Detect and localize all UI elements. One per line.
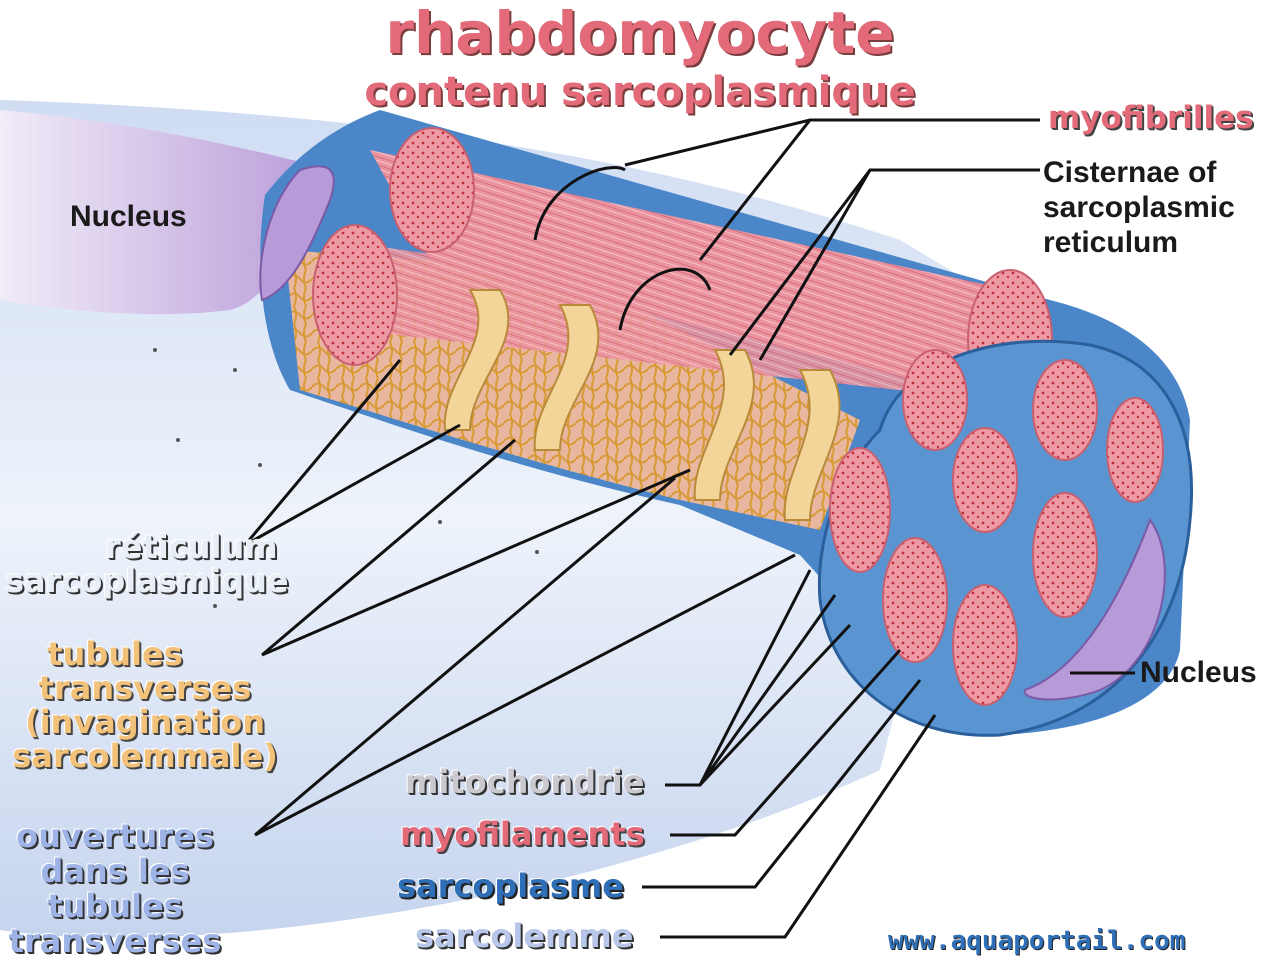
nucleus-left-shape	[0, 110, 330, 315]
label-myofibrilles: myofibrilles	[1048, 100, 1254, 136]
label-reticulum-line: réticulum	[105, 528, 278, 566]
leader-myofibrilles	[624, 118, 1040, 261]
label-tubules-line: transverses	[38, 669, 252, 707]
myofibril-end	[882, 537, 948, 663]
leader-ouvertures	[254, 476, 796, 837]
nucleus-right-shape	[1023, 517, 1166, 701]
label-reticulum: réticulum sarcoplasmique	[5, 530, 305, 598]
leader-reticulum	[243, 359, 461, 547]
t-tubule	[783, 369, 841, 521]
leader-myofibrilles-bracket	[533, 166, 712, 331]
label-cisternae-line: sarcoplasmic	[1043, 191, 1235, 224]
watermark: www.aquaportail.com	[888, 926, 1186, 956]
label-myofilaments: myofilaments	[400, 815, 645, 853]
myofibril-end	[952, 427, 1018, 533]
label-ouvertures-line: transverses	[8, 922, 222, 960]
leader-sarcoplasme	[642, 679, 922, 889]
myofibril-end	[312, 224, 398, 366]
myofibril-end	[1032, 359, 1098, 461]
myofibril-end	[1106, 397, 1164, 503]
label-sarcoplasme: sarcoplasme	[397, 867, 624, 905]
label-nucleus-left: Nucleus	[70, 200, 187, 233]
myofibril-end	[389, 127, 475, 253]
myofibril-end	[902, 349, 968, 451]
leader-myofilaments	[670, 649, 902, 837]
label-reticulum-line: sarcoplasmique	[5, 562, 289, 600]
diagram-title: rhabdomyocyte	[385, 0, 895, 67]
label-ouvertures-line: dans les	[40, 852, 190, 890]
leader-tubules	[261, 438, 691, 657]
nucleus-left-small	[259, 165, 335, 302]
leader-mitochondrie	[665, 569, 852, 787]
myofibril-end	[952, 584, 1018, 706]
label-tubules-line: tubules	[47, 635, 183, 673]
leader-cisternae	[728, 168, 1040, 361]
label-ouvertures-line: tubules	[47, 887, 183, 925]
label-ouvertures-line: ouvertures	[16, 817, 214, 855]
label-cisternae: Cisternae of sarcoplasmic reticulum	[1043, 155, 1235, 260]
label-sarcolemme: sarcolemme	[415, 917, 634, 955]
label-cisternae-line: reticulum	[1043, 226, 1179, 259]
diagram-subtitle: contenu sarcoplasmique	[364, 69, 916, 115]
label-tubules: tubules transverses (invagination sarcol…	[0, 637, 290, 773]
label-nucleus-right: Nucleus	[1140, 656, 1257, 689]
t-tubule	[443, 289, 510, 431]
t-tubule	[533, 304, 600, 451]
myofibril-middle	[330, 240, 990, 400]
myofibril-end	[829, 447, 891, 573]
label-ouvertures: ouvertures dans les tubules transverses	[0, 819, 230, 959]
label-cisternae-line: Cisternae of	[1043, 156, 1217, 189]
t-tubule	[693, 349, 755, 501]
label-tubules-line: (invagination	[24, 703, 266, 741]
label-mitochondrie: mitochondrie	[405, 763, 645, 801]
label-tubules-line: sarcolemmale)	[12, 737, 278, 775]
leader-sarcolemme	[660, 714, 937, 939]
myofibril-end	[1032, 492, 1098, 618]
